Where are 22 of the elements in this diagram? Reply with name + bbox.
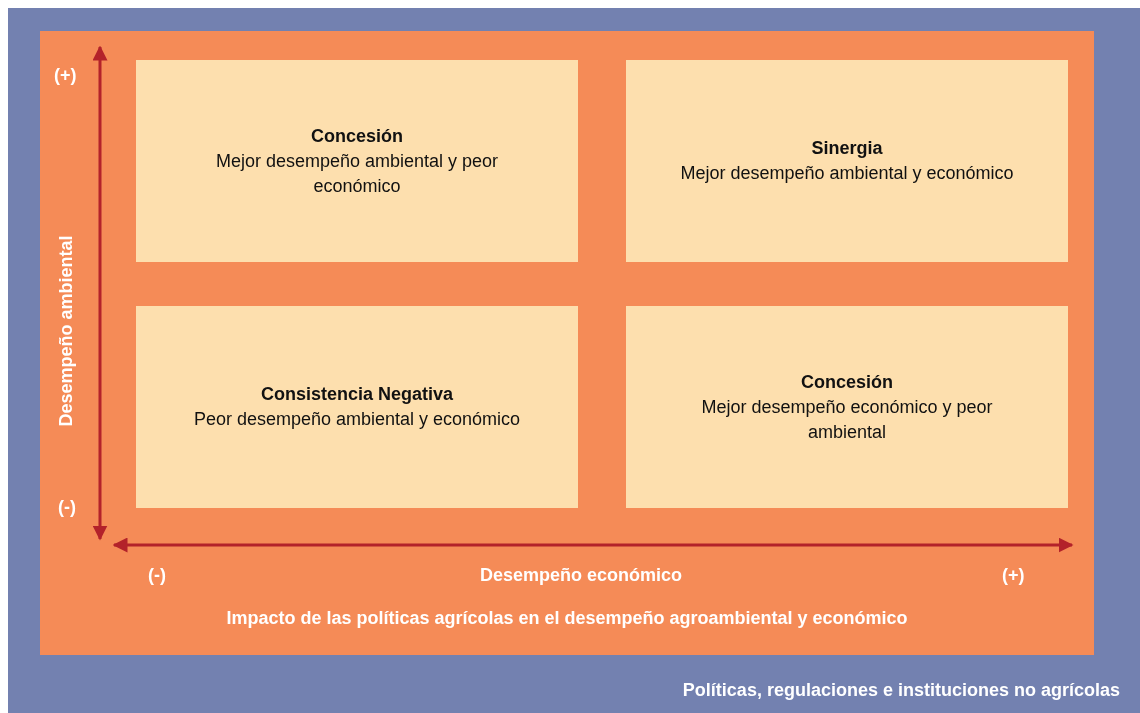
quadrant-heading: Concesión [311, 124, 403, 148]
quadrant-text: Mejor desempeño económico y peor ambiental [700, 395, 994, 444]
panel-title: Impacto de las políticas agrícolas en el desempeño agroambiental y económico [225, 608, 909, 629]
quadrant-text: Mejor desempeño ambiental y económico [680, 162, 1014, 185]
axis-title: Desempeño ambiental [55, 235, 77, 427]
quadrant-box [626, 60, 1068, 262]
quadrant-box [136, 60, 578, 262]
quadrant-box [626, 306, 1068, 508]
quadrant-box [136, 306, 578, 508]
axis-end-label: (+) [1002, 565, 1025, 586]
quadrant-text: Peor desempeño ambiental y económico [193, 408, 521, 431]
quadrant-heading: Sinergia [811, 137, 883, 160]
band-title: Políticas, regulaciones e instituciones no agrícolas [682, 680, 1120, 701]
quadrant-heading: Consistencia Negativa [260, 383, 454, 406]
axis-end-label: (-) [58, 497, 76, 518]
axis-end-label: (-) [148, 565, 166, 586]
axis-title: Desempeño económico [480, 565, 683, 586]
quadrant-text: Mejor desempeño ambiental y peor económico [214, 149, 500, 198]
quadrant-heading: Concesión [801, 370, 893, 394]
inner-panel [40, 31, 1094, 655]
axis-end-label: (+) [54, 65, 77, 86]
outer-band [8, 8, 1140, 713]
